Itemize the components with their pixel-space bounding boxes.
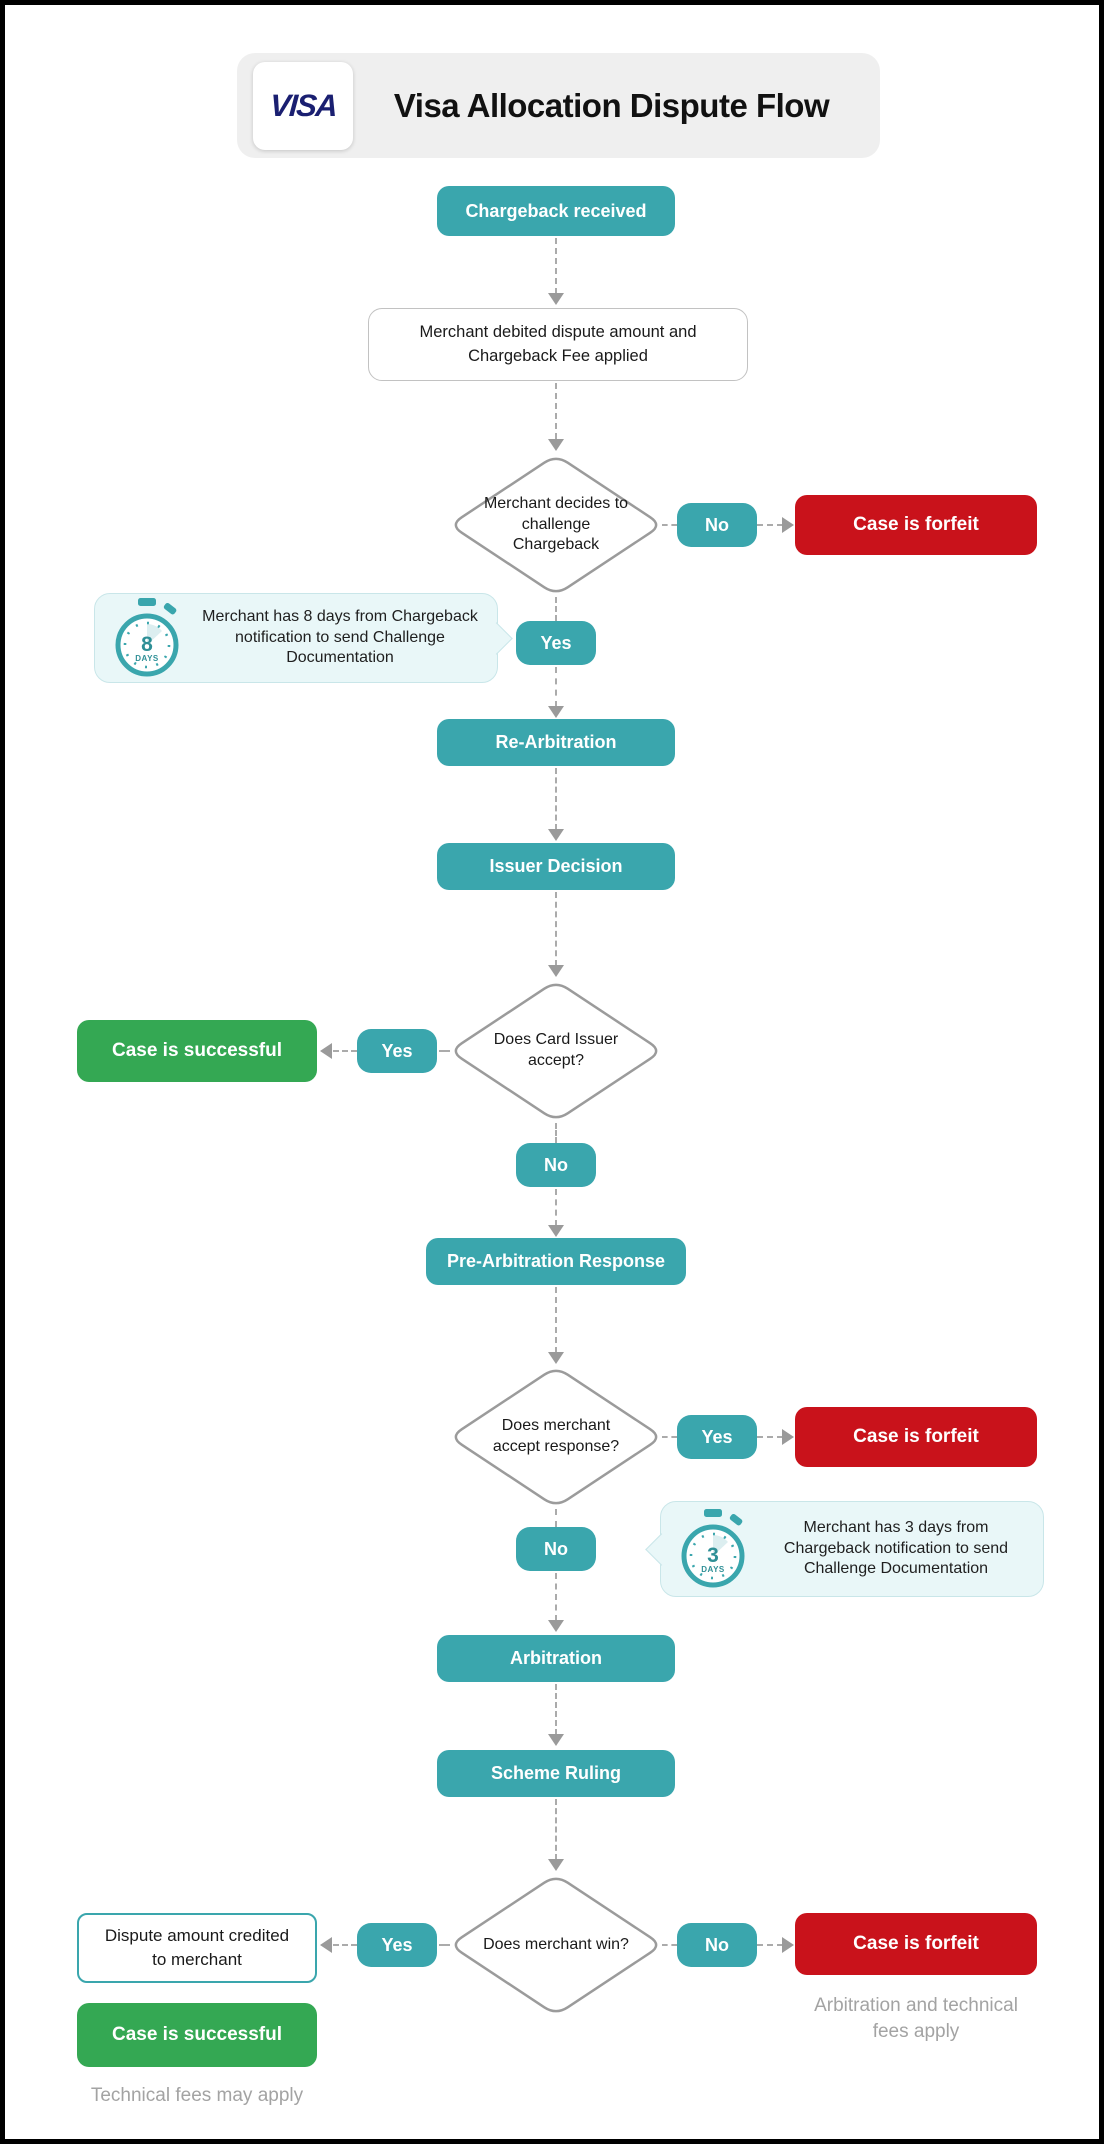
- connector-line: [555, 1684, 557, 1735]
- callout-3-days: 3 DAYS Merchant has 3 days from Chargeba…: [645, 1501, 1044, 1597]
- connector-line: [555, 238, 557, 294]
- note-technical-fees: Technical fees may apply: [90, 2085, 304, 2106]
- node-merchant-debited: Merchant debited dispute amount and Char…: [368, 308, 748, 381]
- decision-diamond-shape: [454, 1369, 658, 1505]
- connector-line: [555, 892, 557, 966]
- arrowhead-down-icon: [548, 1620, 564, 1632]
- connector-line: [333, 1944, 357, 1946]
- decision-merchant-accept-response: Does merchant accept response?: [450, 1367, 662, 1507]
- decision-merchant-win: Does merchant win?: [450, 1875, 662, 2015]
- decision-diamond-shape: [454, 1877, 658, 2013]
- note-arbitration-fees: Arbitration and technical fees apply: [814, 1995, 1018, 2042]
- arrowhead-right-icon: [782, 1937, 794, 1953]
- connector-line: [555, 1509, 557, 1527]
- branch-no-2: No: [516, 1143, 596, 1187]
- arrowhead-left-icon: [320, 1043, 332, 1059]
- stopwatch-icon: 3 DAYS: [675, 1508, 751, 1590]
- arrowhead-down-icon: [548, 1734, 564, 1746]
- decision-label: Does merchant accept response?: [492, 1417, 620, 1455]
- connector-line: [757, 1436, 783, 1438]
- connector-line: [555, 1189, 557, 1226]
- callout-pointer: [645, 1533, 678, 1566]
- callout-text: Merchant has 3 days from Chargeback noti…: [783, 1518, 1009, 1578]
- outcome-dispute-credited: Dispute amount credited to merchant: [77, 1913, 317, 1983]
- callout-days-number: 3: [707, 1544, 719, 1567]
- decision-label: Merchant decides to challenge Chargeback: [483, 494, 629, 554]
- branch-yes-2: Yes: [357, 1029, 437, 1073]
- arrowhead-down-icon: [548, 829, 564, 841]
- visa-logo-card: VISA: [253, 61, 353, 150]
- header: VISA Visa Allocation Dispute Flow: [237, 53, 880, 158]
- connector-line: [439, 1050, 450, 1052]
- decision-label: Does Card Issuer accept?: [493, 1031, 619, 1069]
- decision-diamond-shape: [454, 983, 658, 1119]
- branch-no-4: No: [677, 1923, 757, 1967]
- connector-line: [757, 1944, 783, 1946]
- connector-line: [662, 1436, 677, 1438]
- branch-yes-1: Yes: [516, 621, 596, 665]
- outcome-case-successful-1: Case is successful: [77, 1020, 317, 1082]
- connector-line: [555, 1123, 557, 1143]
- outcome-case-forfeit-1: Case is forfeit: [795, 495, 1037, 555]
- outcome-case-successful-2: Case is successful: [77, 2003, 317, 2067]
- arrowhead-down-icon: [548, 965, 564, 977]
- branch-yes-3: Yes: [677, 1415, 757, 1459]
- connector-line: [662, 524, 677, 526]
- arrowhead-right-icon: [782, 517, 794, 533]
- connector-line: [555, 768, 557, 830]
- arrowhead-down-icon: [548, 439, 564, 451]
- branch-no-3: No: [516, 1527, 596, 1571]
- arrowhead-down-icon: [548, 1859, 564, 1871]
- connector-line: [555, 1799, 557, 1860]
- page-title: Visa Allocation Dispute Flow: [393, 86, 830, 124]
- connector-line: [333, 1050, 357, 1052]
- arrowhead-right-icon: [782, 1429, 794, 1445]
- node-pre-arbitration-response: Pre-Arbitration Response: [426, 1238, 686, 1285]
- callout-8-days: 8 DAYS Merchant has 8 days from Chargeba…: [94, 593, 513, 683]
- decision-issuer-accept: Does Card Issuer accept?: [450, 981, 662, 1121]
- callout-days-number: 8: [141, 633, 153, 656]
- connector-line: [555, 597, 557, 621]
- arrowhead-down-icon: [548, 1225, 564, 1237]
- connector-line: [757, 524, 783, 526]
- visa-logo: VISA: [268, 87, 338, 123]
- arrowhead-left-icon: [320, 1937, 332, 1953]
- decision-challenge-chargeback: Merchant decides to challenge Chargeback: [450, 455, 662, 595]
- connector-line: [555, 383, 557, 439]
- connector-line: [555, 667, 557, 707]
- node-arbitration: Arbitration: [437, 1635, 675, 1682]
- arrowhead-down-icon: [548, 706, 564, 718]
- node-issuer-decision: Issuer Decision: [437, 843, 675, 890]
- branch-no-1: No: [677, 503, 757, 547]
- branch-yes-4: Yes: [357, 1923, 437, 1967]
- arrowhead-down-icon: [548, 1352, 564, 1364]
- connector-line: [555, 1573, 557, 1621]
- outcome-case-forfeit-3: Case is forfeit: [795, 1913, 1037, 1975]
- decision-label: Does merchant win?: [483, 1935, 629, 1953]
- connector-line: [439, 1944, 450, 1946]
- callout-days-unit: DAYS: [701, 1565, 725, 1574]
- decision-diamond-shape: [454, 457, 658, 593]
- node-scheme-ruling: Scheme Ruling: [437, 1750, 675, 1797]
- node-re-arbitration: Re-Arbitration: [437, 719, 675, 766]
- arrowhead-down-icon: [548, 293, 564, 305]
- outcome-case-forfeit-2: Case is forfeit: [795, 1407, 1037, 1467]
- callout-pointer: [480, 622, 513, 655]
- connector-line: [662, 1944, 677, 1946]
- connector-line: [555, 1287, 557, 1353]
- callout-text: Merchant has 8 days from Chargeback noti…: [202, 607, 478, 667]
- node-chargeback-received: Chargeback received: [437, 186, 675, 236]
- callout-days-unit: DAYS: [135, 654, 159, 663]
- stopwatch-icon: 8 DAYS: [109, 597, 185, 679]
